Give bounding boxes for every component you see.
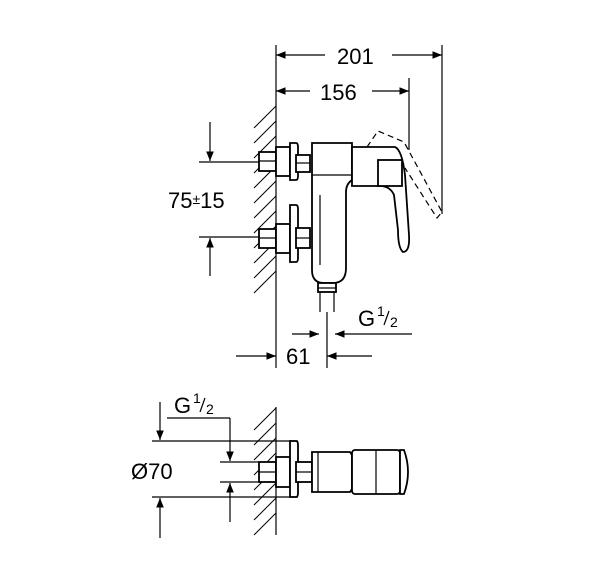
mixer-body: [311, 142, 353, 284]
lower-connection: [258, 204, 311, 263]
dim-centers-value: 75: [168, 188, 192, 213]
upper-connection: [258, 142, 311, 181]
dim-inlet-thread: G 1 2: [174, 390, 214, 418]
svg-text:G: G: [358, 306, 375, 331]
dim-rosette-diameter: Ø70: [131, 459, 173, 484]
dim-outlet-thread: G 1 2: [358, 303, 398, 331]
dim-overall-length: 201: [337, 44, 374, 69]
dim-handle-length: 156: [320, 80, 357, 105]
svg-text:2: 2: [206, 401, 214, 417]
front-view: 201 156 75±15 61 G 1 2: [168, 44, 443, 369]
dim-centers-tolerance: ±: [192, 191, 200, 207]
svg-text:1: 1: [193, 390, 201, 406]
dim-centers: 75±15: [168, 188, 225, 213]
dim-centers-tol-value: 15: [200, 188, 224, 213]
dim-outlet-offset: 61: [286, 344, 310, 369]
svg-text:1: 1: [377, 303, 385, 319]
handle-alt-position: [366, 130, 443, 220]
svg-text:G: G: [174, 393, 191, 418]
side-view: Ø70 G 1 2: [131, 390, 409, 538]
wall-hatching: [253, 105, 277, 294]
svg-text:2: 2: [390, 314, 398, 330]
